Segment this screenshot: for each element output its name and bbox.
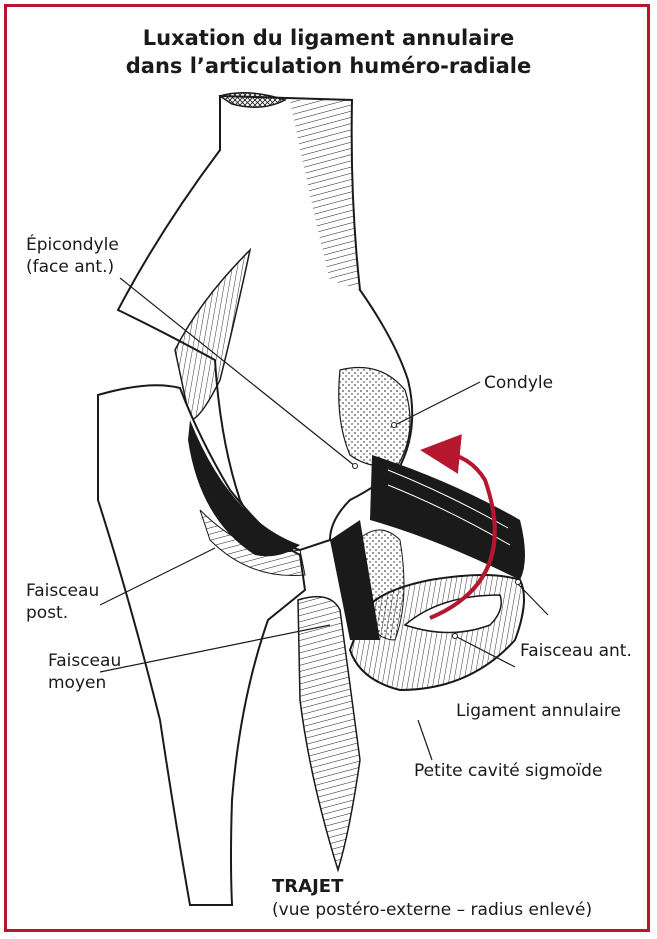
label-faisceau-moyen: Faisceau moyen bbox=[48, 650, 121, 694]
caption-subtitle: (vue postéro-externe – radius enlevé) bbox=[272, 900, 592, 920]
label-epicondyle: Épicondyle (face ant.) bbox=[26, 234, 119, 278]
label-epicondyle-line2: (face ant.) bbox=[26, 256, 119, 278]
label-faisceau-post: Faisceau post. bbox=[26, 580, 99, 624]
label-faisceau-post-line2: post. bbox=[26, 602, 99, 624]
faisceau-ant-marker bbox=[516, 580, 521, 585]
epicondyle-marker bbox=[353, 464, 358, 469]
label-condyle: Condyle bbox=[484, 372, 553, 394]
label-faisceau-moyen-line1: Faisceau bbox=[48, 650, 121, 672]
caption-heading: TRAJET bbox=[272, 876, 343, 897]
label-faisceau-post-line1: Faisceau bbox=[26, 580, 99, 602]
label-petite-cavite: Petite cavité sigmoïde bbox=[414, 760, 602, 782]
label-epicondyle-line1: Épicondyle bbox=[26, 234, 119, 256]
ligament-marker bbox=[453, 634, 458, 639]
label-faisceau-ant: Faisceau ant. bbox=[520, 640, 632, 662]
label-faisceau-moyen-line2: moyen bbox=[48, 672, 121, 694]
label-ligament-annulaire: Ligament annulaire bbox=[456, 700, 621, 722]
condyle-marker bbox=[392, 423, 397, 428]
